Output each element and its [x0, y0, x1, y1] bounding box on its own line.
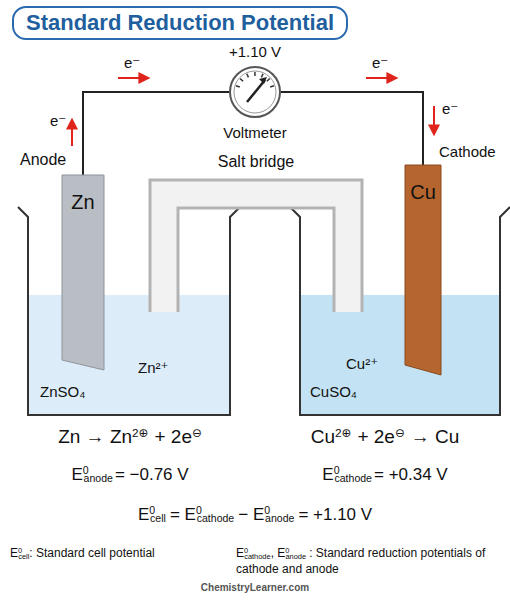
- electron-label: e⁻: [372, 54, 388, 71]
- electrode-role: Anode: [20, 151, 66, 169]
- footnote: E: [236, 546, 244, 560]
- electrode-potential: cathode: [334, 472, 371, 484]
- diagram-title: Standard Reduction Potential: [12, 6, 348, 40]
- footnote: cell: [18, 552, 29, 561]
- cell-potential-equation: cell: [150, 512, 166, 524]
- wire: [83, 92, 229, 175]
- footnote: , E: [271, 546, 286, 560]
- electrode-symbol: Cu: [410, 181, 436, 204]
- electron-arrow: [366, 77, 396, 79]
- ion-label: Zn²⁺: [138, 359, 168, 376]
- electrode-potential: anode: [84, 472, 113, 484]
- electron-label: e⁻: [50, 112, 66, 129]
- electron-arrow: [118, 77, 148, 79]
- half-reaction: + 2e: [357, 426, 395, 447]
- cell-potential-equation: E: [138, 505, 149, 524]
- electrode-role: Cathode: [439, 143, 496, 160]
- half-reaction: ⊖: [192, 426, 202, 439]
- electron-arrow: [71, 120, 73, 146]
- solution-label: ZnSO₄: [40, 383, 85, 400]
- ion-label: Cu²⁺: [346, 355, 378, 372]
- cell-potential-equation: − E: [238, 505, 264, 524]
- electrode-potential: = +0.34 V: [374, 465, 448, 484]
- salt-bridge: Salt bridge: [150, 180, 362, 312]
- cell-potential-equation: cathode: [197, 512, 234, 524]
- zinc-electrode: ZnAnode: [62, 175, 104, 370]
- cell-potential-equation: anode: [265, 512, 294, 524]
- footnote: E: [10, 546, 18, 560]
- half-reaction: + 2e: [154, 426, 192, 447]
- copper-beaker: CuSO₄Cu²⁺CuCathode: [300, 215, 500, 415]
- wire: [281, 92, 423, 165]
- electrode-potential: = −0.76 V: [115, 465, 189, 484]
- half-reaction: Cu: [311, 426, 335, 447]
- copper-electrode: CuCathode: [405, 165, 441, 375]
- half-reaction: 2⊕: [132, 426, 148, 439]
- salt-bridge-label: Salt bridge: [218, 153, 295, 171]
- voltmeter-label: Voltmeter: [223, 124, 286, 141]
- footnote: cathode: [244, 552, 270, 561]
- electron-arrow: [433, 106, 435, 134]
- zinc-beaker: ZnSO₄Zn²⁺ZnAnode: [28, 215, 230, 415]
- half-reaction: Zn → Zn: [58, 426, 132, 447]
- electron-label: e⁻: [124, 54, 140, 71]
- voltmeter: +1.10 VVoltmeter: [229, 66, 281, 118]
- watermark: ChemistryLearner.com: [201, 582, 309, 593]
- half-reaction: → Cu: [411, 426, 460, 447]
- electrode-potential: E: [71, 465, 82, 484]
- solution-label: CuSO₄: [310, 383, 357, 400]
- electrode-potential: E: [322, 465, 333, 484]
- salt-bridge-shape: [150, 180, 362, 312]
- voltmeter-shape: [229, 66, 281, 118]
- cell-potential-equation: = +1.10 V: [298, 505, 372, 524]
- electrode-symbol: Zn: [71, 191, 94, 214]
- voltage-reading: +1.10 V: [229, 43, 281, 60]
- electron-label: e⁻: [442, 100, 458, 117]
- half-reaction: 2⊕: [335, 426, 351, 439]
- cell-potential-equation: = E: [170, 505, 196, 524]
- half-reaction: ⊖: [395, 426, 405, 439]
- footnote: anode: [285, 552, 306, 561]
- footnote: : Standard cell potential: [29, 546, 154, 560]
